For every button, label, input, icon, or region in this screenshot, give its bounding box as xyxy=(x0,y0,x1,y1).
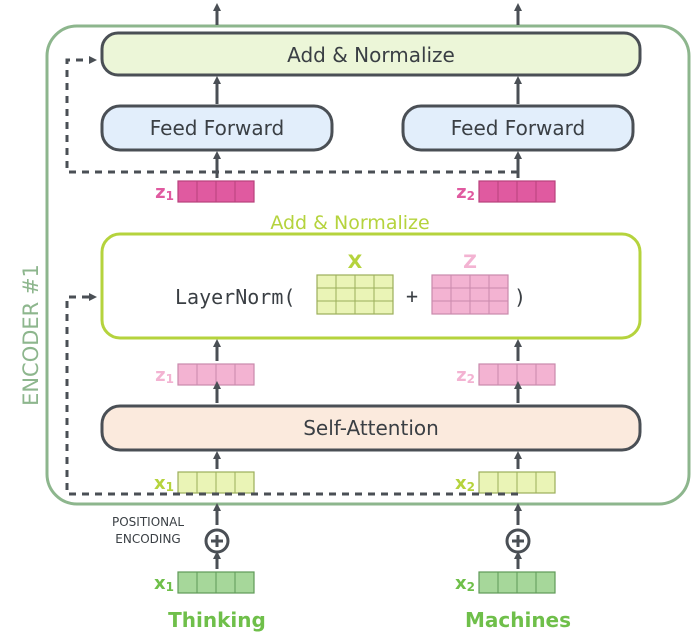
z-matrix-label: Z xyxy=(463,251,477,273)
feed-forward-left-box xyxy=(100,104,334,152)
plus-sign: + xyxy=(406,284,418,308)
mid-add-normalize-title: Add & Normalize xyxy=(270,212,429,234)
feed-forward-left-label: Feed Forward xyxy=(150,116,285,140)
residual-path-top xyxy=(65,56,518,174)
encoder-label: ENCODER #1 xyxy=(19,264,43,406)
feed-forward-right-box xyxy=(401,104,635,152)
word-thinking: Thinking xyxy=(168,608,266,632)
vector-label-x2_emb: x2 xyxy=(455,573,475,594)
residual-path-bottom xyxy=(65,293,518,496)
layernorm-prefix: LayerNorm( xyxy=(175,285,295,309)
vector-label-z1_in: z1 xyxy=(155,365,174,386)
top-add-normalize-box xyxy=(100,31,642,77)
close-paren: ) xyxy=(514,285,526,309)
vector-label-x2_enc: x2 xyxy=(455,473,475,494)
encoder-frame xyxy=(45,24,691,506)
positional-encoding-line1: POSITIONAL xyxy=(112,515,184,529)
vector-label-z2_out: z2 xyxy=(456,182,475,203)
x-matrix-label: X xyxy=(348,251,363,273)
vector-label-z1_out: z1 xyxy=(155,182,174,203)
self-attention-box xyxy=(100,404,642,452)
feed-forward-right-label: Feed Forward xyxy=(451,116,586,140)
vector-label-x1_emb: x1 xyxy=(154,573,174,594)
positional-encoding-line2: ENCODING xyxy=(115,532,180,546)
top-add-normalize-label: Add & Normalize xyxy=(287,43,455,67)
vector-label-x1_enc: x1 xyxy=(154,473,174,494)
vector-label-z2_in: z2 xyxy=(456,365,475,386)
self-attention-label: Self-Attention xyxy=(303,416,439,440)
word-machines: Machines xyxy=(465,608,571,632)
